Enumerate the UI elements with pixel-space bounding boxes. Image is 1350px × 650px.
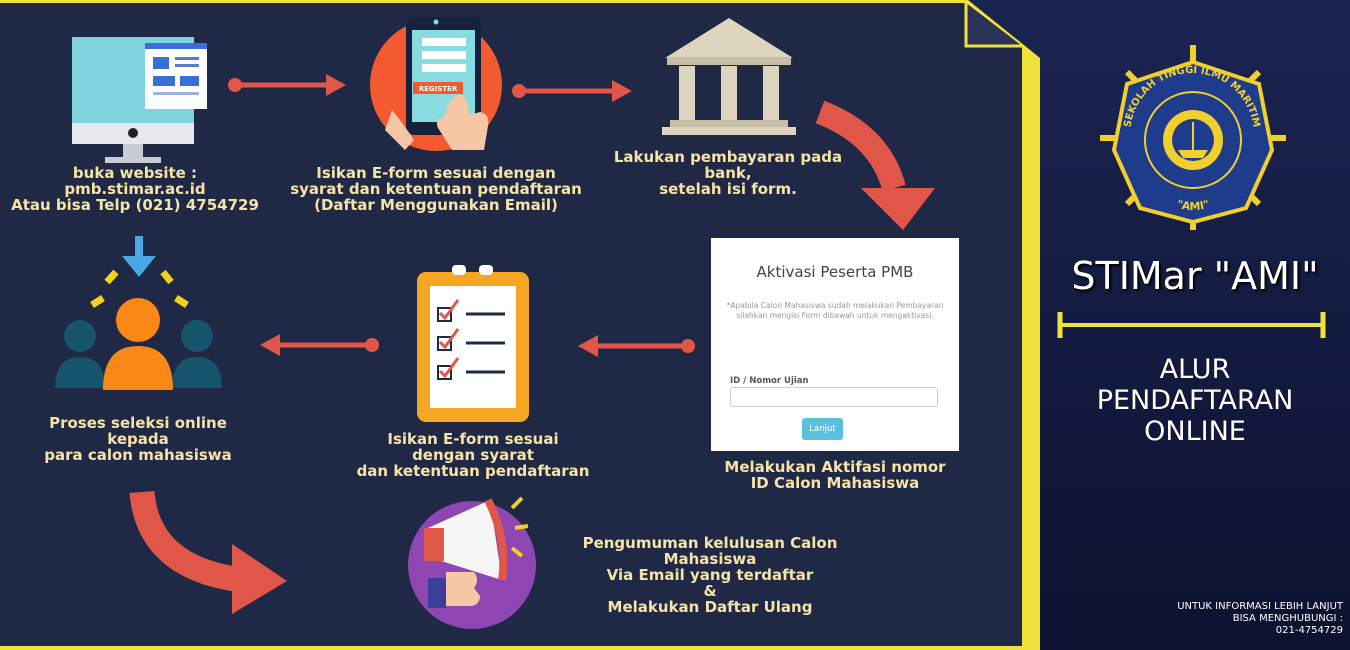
arrow-right-1	[228, 74, 346, 96]
step-announcement-caption: Pengumuman kelulusan Calon Mahasiswa Via…	[582, 534, 838, 616]
arrow-left-2	[260, 334, 379, 356]
id-field-label: ID / Nomor Ujian	[730, 376, 809, 386]
title-underline-bar	[1057, 312, 1326, 338]
curved-arrow-down-left	[129, 490, 287, 614]
page-fold-edge	[964, 3, 1022, 48]
checklist-icon	[417, 265, 529, 422]
activation-form: Aktivasi Peserta PMB *Apabila Calon Maha…	[711, 238, 959, 451]
panel-title: STIMar "AMI"	[1071, 254, 1319, 298]
panel-subtitle: ALUR PENDAFTARAN ONLINE	[1096, 354, 1294, 447]
step-activation-caption: Melakukan Aktifasi nomor ID Calon Mahasi…	[724, 458, 946, 492]
arrow-left-1	[578, 335, 695, 357]
id-field-input[interactable]	[730, 387, 938, 407]
lanjut-button[interactable]: Lanjut	[802, 418, 843, 440]
contact-info: UNTUK INFORMASI LEBIH LANJUT BISA MENGHU…	[1177, 601, 1343, 636]
curved-arrow-down-right	[815, 100, 935, 230]
step-payment-caption: Lakukan pembayaran pada bank, setelah is…	[613, 148, 843, 198]
activation-form-note: *Apabila Calon Mahasiswa sudah melakukan…	[726, 301, 944, 320]
page-fold-corner	[966, 3, 1022, 46]
arrow-right-2	[512, 80, 632, 102]
register-label: REGISTER	[419, 85, 458, 93]
bank-icon	[662, 18, 796, 135]
tablet-register-icon: REGISTER	[370, 17, 502, 151]
megaphone-icon	[408, 496, 536, 629]
people-selection-icon	[55, 236, 222, 390]
stimar-logo: SEKOLAH TINGGI ILMU MARITIM "AMI"	[1100, 45, 1286, 230]
step-website-caption: buka website : pmb.stimar.ac.id Atau bis…	[11, 164, 259, 214]
activation-form-title: Aktivasi Peserta PMB	[756, 263, 914, 281]
step-selection-caption: Proses seleksi online kepada para calon …	[44, 414, 232, 464]
monitor-icon	[72, 37, 207, 163]
step-eform-caption: Isikan E-form sesuai dengan syarat dan k…	[356, 430, 590, 480]
logo-text-bottom: "AMI"	[1175, 197, 1211, 213]
step-eform-email-caption: Isikan E-form sesuai dengan syarat dan k…	[290, 164, 582, 214]
